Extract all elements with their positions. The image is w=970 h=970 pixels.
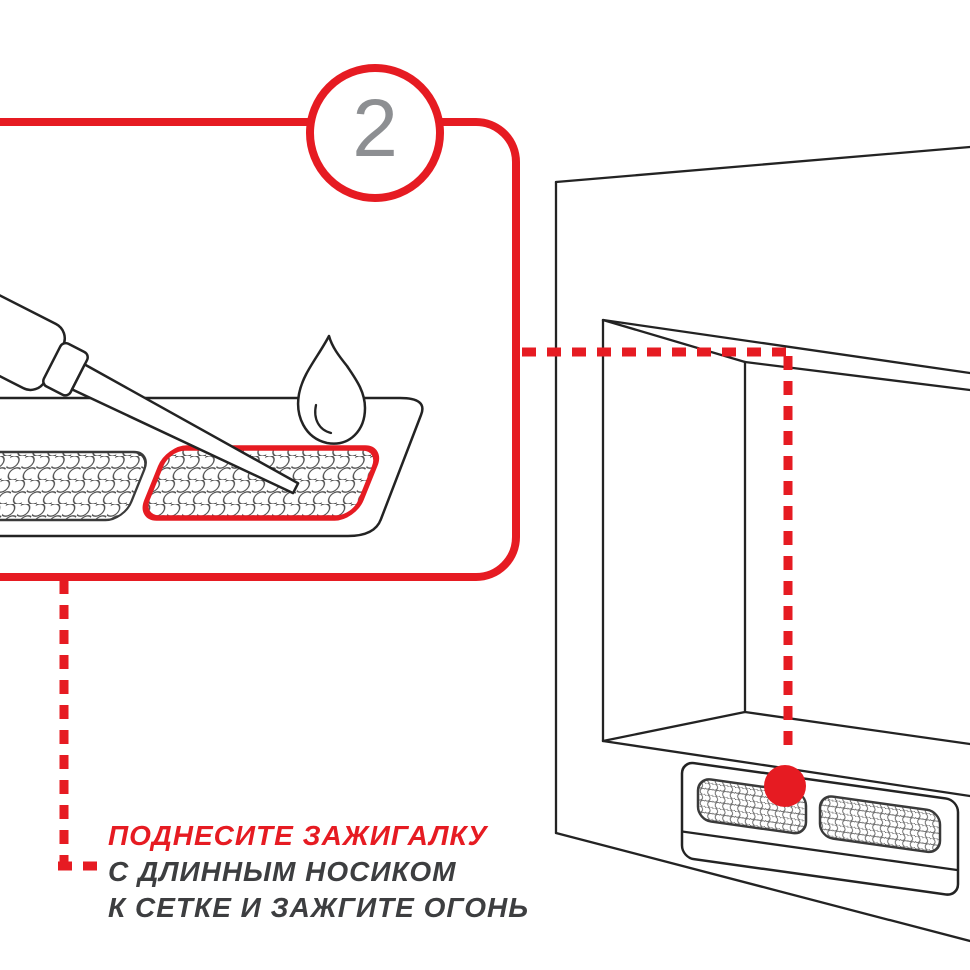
caption-line-1: ПОДНЕСИТЕ ЗАЖИГАЛКУ [108, 820, 488, 851]
burner-mesh-panel-icon [0, 450, 147, 522]
fireplace-niche-drawing [554, 145, 970, 943]
fireplace-burner-tray [680, 761, 960, 896]
target-dot-marker [764, 765, 806, 807]
burner-mesh-panel-highlighted-icon [142, 445, 380, 521]
flame-icon [296, 334, 367, 445]
caption-line-2: С ДЛИННЫМ НОСИКОМ [108, 856, 457, 887]
connector-right [522, 347, 806, 807]
callout-illustration [0, 244, 424, 538]
burner-mesh-strip-2 [818, 795, 942, 854]
long-nose-lighter-icon [0, 244, 300, 495]
step-circle-badge [306, 64, 444, 202]
step-number: 2 [352, 83, 398, 174]
connector-left [58, 580, 100, 871]
caption: ПОДНЕСИТЕ ЗАЖИГАЛКУ С ДЛИННЫМ НОСИКОМ К … [108, 818, 529, 926]
caption-line-3: К СЕТКЕ И ЗАЖГИТЕ ОГОНЬ [108, 892, 530, 923]
